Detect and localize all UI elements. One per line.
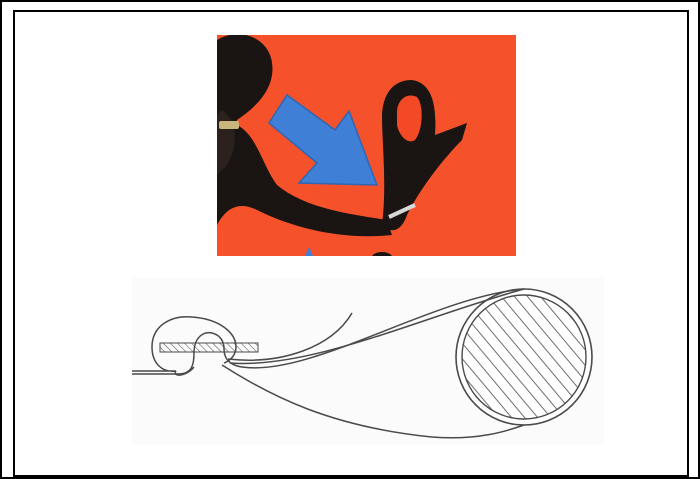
strap-loop-diagram	[132, 277, 604, 445]
strap-buckle-photo	[217, 35, 516, 256]
hatched-circle	[462, 295, 586, 419]
photo-svg	[217, 35, 516, 256]
left-buckle	[219, 121, 239, 129]
buckle-bar	[160, 343, 258, 352]
diagram-svg	[132, 277, 604, 445]
